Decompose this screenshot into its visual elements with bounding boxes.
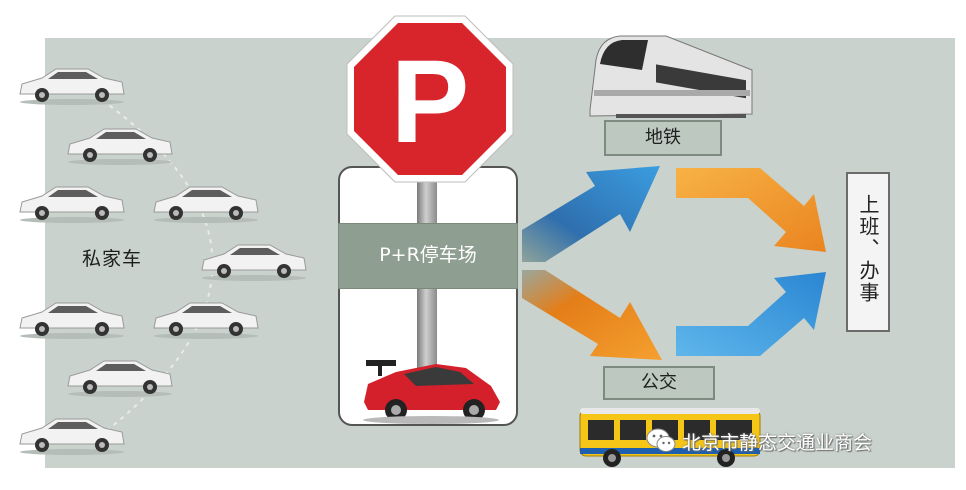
- subway-label: 地铁: [604, 120, 722, 156]
- car-icon: [16, 182, 128, 224]
- parking-lot-label: P+R停车场: [379, 244, 477, 266]
- parking-sign-icon: P: [346, 15, 514, 183]
- car-icon: [150, 182, 262, 224]
- car-icon: [64, 124, 176, 166]
- sign-letter: P: [391, 36, 470, 168]
- arrow-bus-to-destination: [676, 272, 826, 356]
- arrow-lot-to-bus: [522, 270, 662, 360]
- watermark: 北京市静态交通业商会: [646, 426, 872, 456]
- destination-box: [846, 172, 890, 332]
- watermark-text: 北京市静态交通业商会: [682, 431, 873, 454]
- bus-icon: [579, 408, 761, 467]
- private-car-label: 私家车: [82, 248, 143, 270]
- car-icon: [16, 414, 128, 456]
- car-icon: [16, 298, 128, 340]
- car-icon: [198, 240, 310, 282]
- arrow-lot-to-subway: [522, 166, 660, 262]
- car-icon: [150, 298, 262, 340]
- arrow-subway-to-destination: [676, 168, 826, 252]
- parking-lot-band: [338, 223, 518, 289]
- bus-label: 公交: [603, 366, 715, 400]
- destination-label: 上班、办事: [856, 194, 880, 304]
- car-icon: [64, 356, 176, 398]
- subway-train-icon: [589, 35, 753, 118]
- parked-red-car-icon: [363, 360, 500, 424]
- car-icon: [16, 64, 128, 106]
- wechat-icon: [646, 428, 676, 452]
